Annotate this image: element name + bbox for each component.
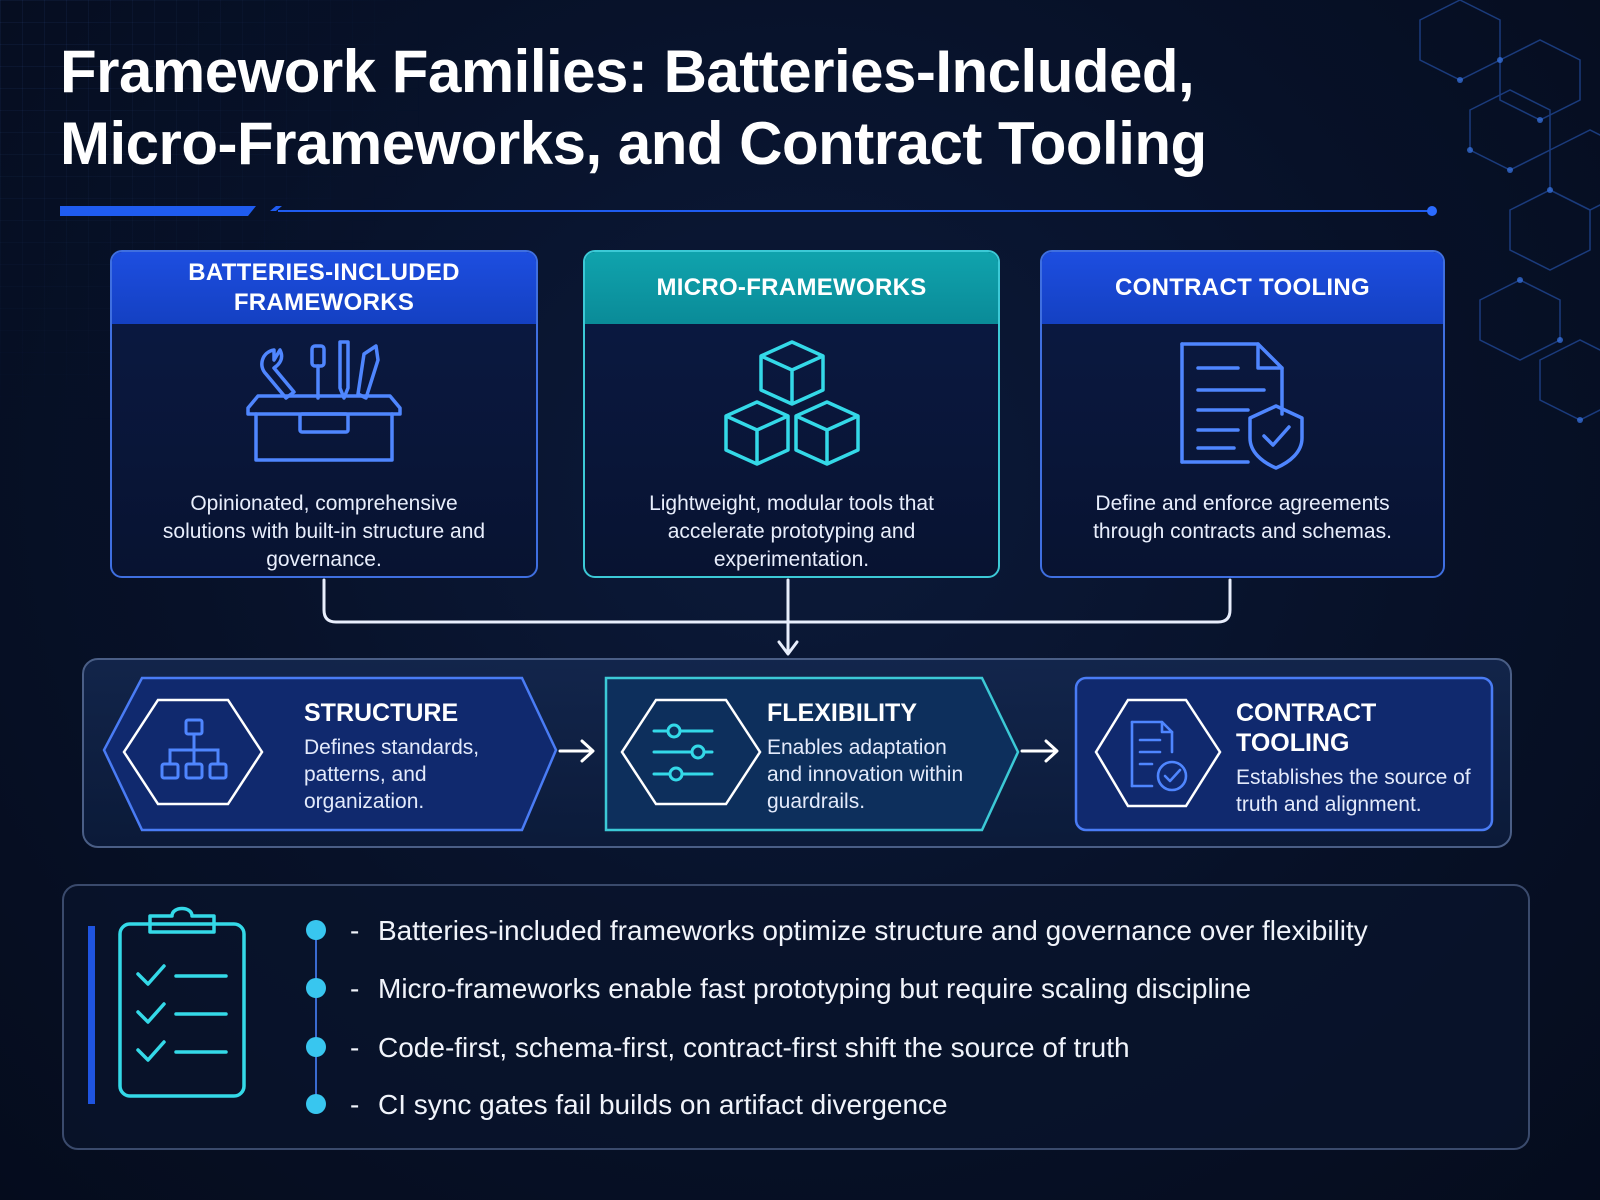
card-heading-line-1: BATTERIES-INCLUDED — [188, 259, 460, 286]
page-title-line-1: Framework Families: Batteries-Included, — [60, 38, 1195, 105]
bullet-dot — [306, 978, 326, 998]
card-description: Define and enforce agreements through co… — [1093, 492, 1392, 543]
card-description: Lightweight, modular tools that accelera… — [649, 492, 934, 571]
pillar-description: Defines standards, patterns, and organiz… — [304, 736, 480, 813]
arrow-right-icon — [558, 739, 595, 763]
card-heading: CONTRACT TOOLING — [1042, 252, 1443, 324]
pillar-structure-shape — [102, 676, 558, 832]
card-heading-line-2: FRAMEWORKS — [233, 289, 415, 316]
pillar-contract-tooling: CONTRACT TOOLING Establishes the source … — [1236, 698, 1496, 818]
title-underline — [60, 206, 1437, 216]
card-heading: BATTERIES-INCLUDED FRAMEWORKS — [112, 252, 536, 324]
sliders-icon — [652, 723, 714, 782]
card-description: Opinionated, comprehensive solutions wit… — [162, 492, 486, 571]
toolbox-icon — [246, 340, 402, 462]
hexagon-network-decoration — [1419, 0, 1600, 423]
hierarchy-icon — [160, 718, 228, 780]
takeaway-item: -Micro-frameworks enable fast prototypin… — [350, 973, 1252, 1004]
pillar-contract-shape — [1074, 676, 1494, 832]
bullet-dot — [306, 1094, 326, 1114]
document-check-icon — [1130, 720, 1188, 792]
pillar-description: Establishes the source of truth and alig… — [1236, 766, 1471, 816]
pillar-structure: STRUCTURE Defines standards, patterns, a… — [304, 698, 514, 815]
takeaway-item: -Code-first, schema-first, contract-firs… — [350, 1032, 1130, 1063]
pillar-title: CONTRACT TOOLING — [1236, 699, 1377, 757]
page-title-line-2: Micro-Frameworks, and Contract Tooling — [60, 110, 1207, 177]
card-heading: MICRO-FRAMEWORKS — [585, 252, 998, 324]
takeaway-item: -Batteries-included frameworks optimize … — [350, 915, 1368, 946]
pillar-title: STRUCTURE — [304, 699, 459, 727]
pillar-title: FLEXIBILITY — [767, 699, 917, 727]
pillar-flexibility-shape — [604, 676, 1020, 832]
cubes-icon — [723, 340, 860, 466]
takeaway-item: -CI sync gates fail builds on artifact d… — [350, 1089, 948, 1120]
bullet-dot — [306, 1037, 326, 1057]
accent-bar — [88, 926, 95, 1104]
card-micro-frameworks: MICRO-FRAMEWORKS Lightweight, modular to… — [583, 250, 1000, 578]
pillar-flexibility: FLEXIBILITY Enables adaptation and innov… — [767, 698, 977, 815]
card-contract-tooling: CONTRACT TOOLING Define and enforce agre… — [1040, 250, 1445, 578]
clipboard-checklist-icon — [118, 906, 246, 1098]
pillar-description: Enables adaptation and innovation within… — [767, 736, 964, 813]
document-shield-icon — [1179, 342, 1304, 470]
card-batteries-included: BATTERIES-INCLUDED FRAMEWORKS Opinionate… — [110, 250, 538, 578]
arrow-right-icon — [1020, 739, 1059, 763]
bullet-dot — [306, 920, 326, 940]
page-title: Framework Families: Batteries-Included, … — [60, 36, 1380, 180]
